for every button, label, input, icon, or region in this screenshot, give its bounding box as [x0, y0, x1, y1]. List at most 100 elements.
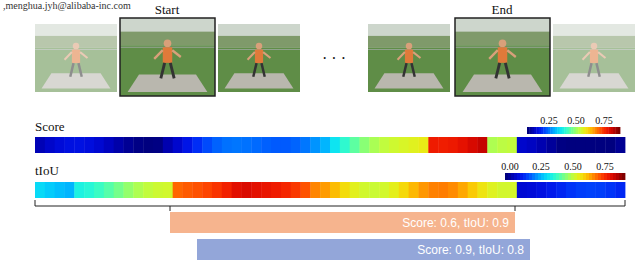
heat-cell: [124, 182, 134, 198]
tick-label: 0.25: [532, 161, 550, 172]
colorbar-cell: [594, 127, 597, 134]
heat-cell: [291, 137, 301, 153]
colorbar-cell: [586, 173, 589, 180]
colorbar-cell: [539, 127, 542, 134]
heat-cell: [153, 137, 163, 153]
heat-cell: [556, 182, 566, 198]
colorbar-cell: [574, 127, 577, 134]
heat-cell: [133, 182, 143, 198]
time-axis: [35, 200, 625, 211]
heat-cell: [242, 182, 252, 198]
heat-cell: [251, 182, 261, 198]
heat-cell: [527, 182, 537, 198]
colorbar-cell: [595, 173, 598, 180]
heat-cell: [261, 137, 271, 153]
colorbar-cell: [592, 173, 595, 180]
end-label: End: [492, 3, 513, 17]
heat-cell: [458, 182, 468, 198]
colorbar-cell: [534, 127, 537, 134]
heat-cell: [576, 182, 586, 198]
colorbar-cell: [571, 173, 574, 180]
colorbar-cell: [599, 127, 602, 134]
heat-cell: [360, 137, 370, 153]
colorbar-cell: [604, 173, 607, 180]
axis-line: [35, 206, 625, 207]
heat-cell: [114, 182, 124, 198]
colorbar-cell: [520, 173, 523, 180]
colorbar-cell: [604, 127, 607, 134]
heat-cell: [45, 137, 55, 153]
heat-cell: [360, 182, 370, 198]
heat-cell: [163, 182, 173, 198]
colorbar-cell: [622, 173, 625, 180]
colorbar-cell: [619, 173, 622, 180]
colorbar-cell: [615, 127, 618, 134]
proposal-text: Score: 0.6, tIoU: 0.9: [402, 217, 509, 229]
colorbar-cell: [529, 127, 532, 134]
colorbar-cell: [613, 127, 616, 134]
heat-cell: [487, 137, 497, 153]
heat-cell: [232, 137, 242, 153]
heat-cell: [281, 182, 291, 198]
colorbar-cell: [589, 173, 592, 180]
heat-cell: [301, 137, 311, 153]
heat-cell: [340, 182, 350, 198]
heat-cell: [596, 182, 606, 198]
email-text: ,menghua.jyh@alibaba-inc.com: [3, 0, 131, 11]
heat-cell: [448, 137, 458, 153]
colorbar-cell: [565, 173, 568, 180]
colorbar-cell: [555, 127, 558, 134]
heat-cell: [74, 182, 84, 198]
colorbar-cell: [526, 173, 529, 180]
heat-cell: [212, 182, 222, 198]
heat-cell: [65, 137, 75, 153]
colorbar-cell: [532, 173, 535, 180]
heat-cell: [379, 137, 389, 153]
heat-cell: [133, 137, 143, 153]
heat-cell: [281, 137, 291, 153]
colorbar-cell: [567, 127, 570, 134]
colorbar-cell: [550, 173, 553, 180]
heat-cell: [35, 182, 45, 198]
heat-cell: [576, 137, 586, 153]
heat-cell: [45, 182, 55, 198]
heat-cell: [458, 137, 468, 153]
tick-label: 0.25: [540, 115, 558, 126]
heat-cell: [546, 137, 556, 153]
colorbar-cell: [580, 173, 583, 180]
video-frames: [35, 18, 635, 96]
heat-cell: [566, 137, 576, 153]
heat-cell: [497, 137, 507, 153]
heat-cell: [232, 182, 242, 198]
tiou-heatmap: [35, 182, 625, 198]
heat-cell: [350, 182, 360, 198]
heat-cell: [389, 182, 399, 198]
tick-label: 0.50: [564, 161, 582, 172]
ellipsis: · · ·: [322, 50, 346, 68]
colorbar-cell: [562, 173, 565, 180]
colorbar-cell: [583, 127, 586, 134]
colorbar-cell: [585, 127, 588, 134]
heat-cell: [409, 182, 419, 198]
heat-cell: [84, 182, 94, 198]
heat-cell: [143, 137, 153, 153]
colorbar-cell: [546, 127, 549, 134]
axis-tick: [35, 200, 36, 206]
heat-cell: [301, 182, 311, 198]
heat-cell: [291, 182, 301, 198]
heat-cell: [389, 137, 399, 153]
colorbar-cell: [556, 173, 559, 180]
colorbar-cell: [557, 127, 560, 134]
heat-cell: [94, 137, 104, 153]
heat-cell: [183, 137, 193, 153]
heat-cell: [350, 137, 360, 153]
heat-cell: [438, 182, 448, 198]
heat-cell: [478, 137, 488, 153]
colorbar-cell: [613, 173, 616, 180]
colorbar-cell: [553, 127, 556, 134]
colorbar-cell: [523, 173, 526, 180]
colorbar-cell: [598, 173, 601, 180]
heat-cell: [330, 137, 340, 153]
heat-cell: [409, 137, 419, 153]
colorbar-cell: [618, 127, 621, 134]
